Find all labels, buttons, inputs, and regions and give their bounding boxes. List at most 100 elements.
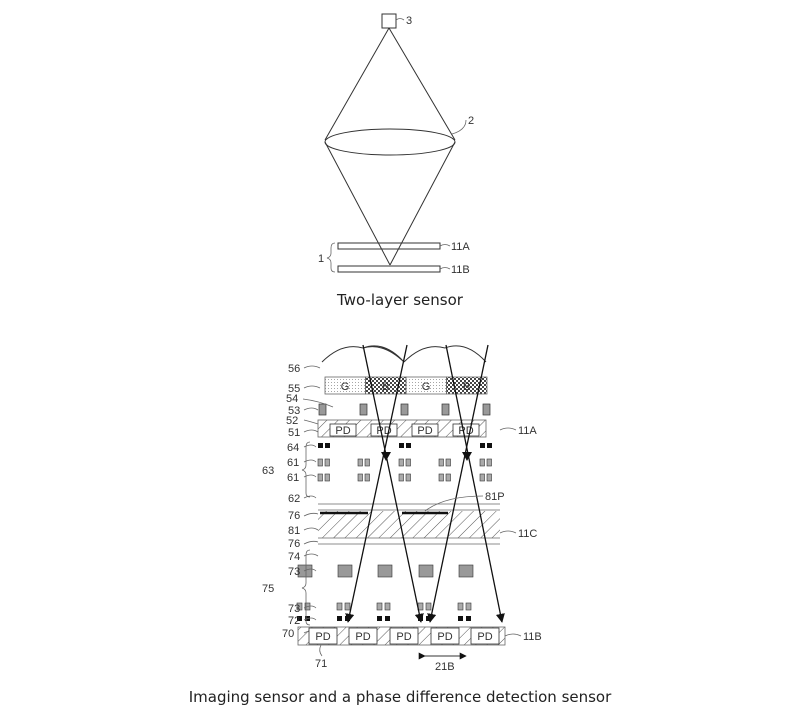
brace-63 — [301, 441, 311, 498]
light-shield-81 — [318, 511, 500, 538]
wiring-73 — [297, 564, 313, 578]
wiring-61 — [486, 473, 492, 482]
wiring-73 — [337, 564, 353, 578]
label-51: 51 — [288, 427, 300, 439]
wiring-61 — [445, 473, 451, 482]
light-source-label: 3 — [406, 15, 412, 27]
photodiode-11a — [411, 423, 439, 437]
color-filter-b — [446, 376, 488, 395]
wiring-61 — [479, 473, 485, 482]
wiring-73-small — [425, 602, 432, 611]
label-63: 63 — [262, 465, 274, 477]
photodiode-label: PD — [417, 425, 432, 437]
wiring-53 — [482, 403, 491, 416]
wiring-73 — [458, 564, 474, 578]
wiring-61 — [445, 458, 451, 467]
brace-75 — [301, 549, 311, 626]
sensor-11a — [337, 242, 441, 250]
label-72: 72 — [288, 615, 300, 627]
label-56: 56 — [288, 363, 300, 375]
ray — [427, 344, 489, 623]
light-source — [381, 13, 397, 29]
wiring-64 — [406, 443, 411, 448]
label-21b: 21B — [435, 661, 455, 673]
wiring-73-small — [457, 602, 464, 611]
photodiode-11b — [389, 627, 419, 645]
photodiode-label: PD — [315, 631, 330, 643]
label-73b: 73 — [288, 603, 300, 615]
wiring-61 — [398, 458, 404, 467]
photodiode-label: PD — [396, 631, 411, 643]
label-76b: 76 — [288, 538, 300, 550]
label-75: 75 — [262, 583, 274, 595]
wiring-64 — [399, 443, 404, 448]
sensor-b-label: 11B — [451, 264, 470, 276]
imaging-substrate-11a — [317, 419, 487, 438]
label-70: 70 — [282, 628, 294, 640]
wiring-61 — [357, 458, 363, 467]
wiring-73-small — [376, 602, 383, 611]
color-filter-label: B — [463, 381, 470, 393]
wiring-72 — [337, 616, 342, 621]
photodiode-label: PD — [437, 631, 452, 643]
light-cone — [324, 27, 456, 266]
wiring-61 — [479, 458, 485, 467]
wiring-73-small — [336, 602, 343, 611]
lens-label: 2 — [468, 115, 474, 127]
label-81: 81 — [288, 525, 300, 537]
lens-leader — [451, 119, 467, 135]
photodiode-11a — [329, 423, 357, 437]
color-filter-label: B — [382, 381, 389, 393]
wiring-73-small — [344, 602, 351, 611]
bottom-caption: Imaging sensor and a phase difference de… — [189, 688, 612, 706]
photodiode-11a — [452, 423, 480, 437]
wiring-72 — [458, 616, 463, 621]
label-73a: 73 — [288, 566, 300, 578]
wiring-61 — [317, 458, 323, 467]
sensor-a-label: 11A — [451, 241, 470, 253]
color-filter-label: G — [422, 381, 431, 393]
pd-71-leader — [319, 644, 323, 657]
label-52: 52 — [286, 415, 298, 427]
label-61a: 61 — [287, 457, 299, 469]
photodiode-11b — [308, 627, 338, 645]
wiring-64 — [480, 443, 485, 448]
wiring-61 — [405, 458, 411, 467]
photodiode-11b — [348, 627, 378, 645]
light-source-leader — [395, 18, 405, 21]
wiring-73 — [418, 564, 434, 578]
label-74: 74 — [288, 551, 300, 563]
sensor-a-leader — [439, 244, 451, 247]
label-76a: 76 — [288, 510, 300, 522]
wiring-61 — [364, 458, 370, 467]
label-81p: 81P — [485, 491, 505, 503]
ray — [445, 344, 505, 623]
wiring-64 — [487, 443, 492, 448]
label-62: 62 — [288, 493, 300, 505]
wiring-61 — [324, 473, 330, 482]
wiring-61 — [438, 473, 444, 482]
wiring-61 — [324, 458, 330, 467]
sensor-group-label: 1 — [318, 253, 324, 265]
wiring-53 — [359, 403, 368, 416]
ray — [362, 344, 424, 623]
label-55: 55 — [288, 383, 300, 395]
two-layer-sensor-figure: 3 2 11A 11B 1 Two-layer sensor — [318, 13, 474, 309]
wiring-73-small — [384, 602, 391, 611]
label-64: 64 — [287, 442, 299, 454]
label-71: 71 — [315, 658, 327, 670]
wiring-61 — [438, 458, 444, 467]
sensor-b-leader — [439, 267, 451, 270]
photodiode-label: PD — [477, 631, 492, 643]
wiring-72 — [377, 616, 382, 621]
wiring-64 — [318, 443, 323, 448]
wiring-61 — [364, 473, 370, 482]
wiring-61 — [357, 473, 363, 482]
photodiode-11b — [430, 627, 460, 645]
wiring-73-small — [296, 602, 303, 611]
photodiode-label: PD — [335, 425, 350, 437]
top-caption: Two-layer sensor — [336, 291, 464, 309]
